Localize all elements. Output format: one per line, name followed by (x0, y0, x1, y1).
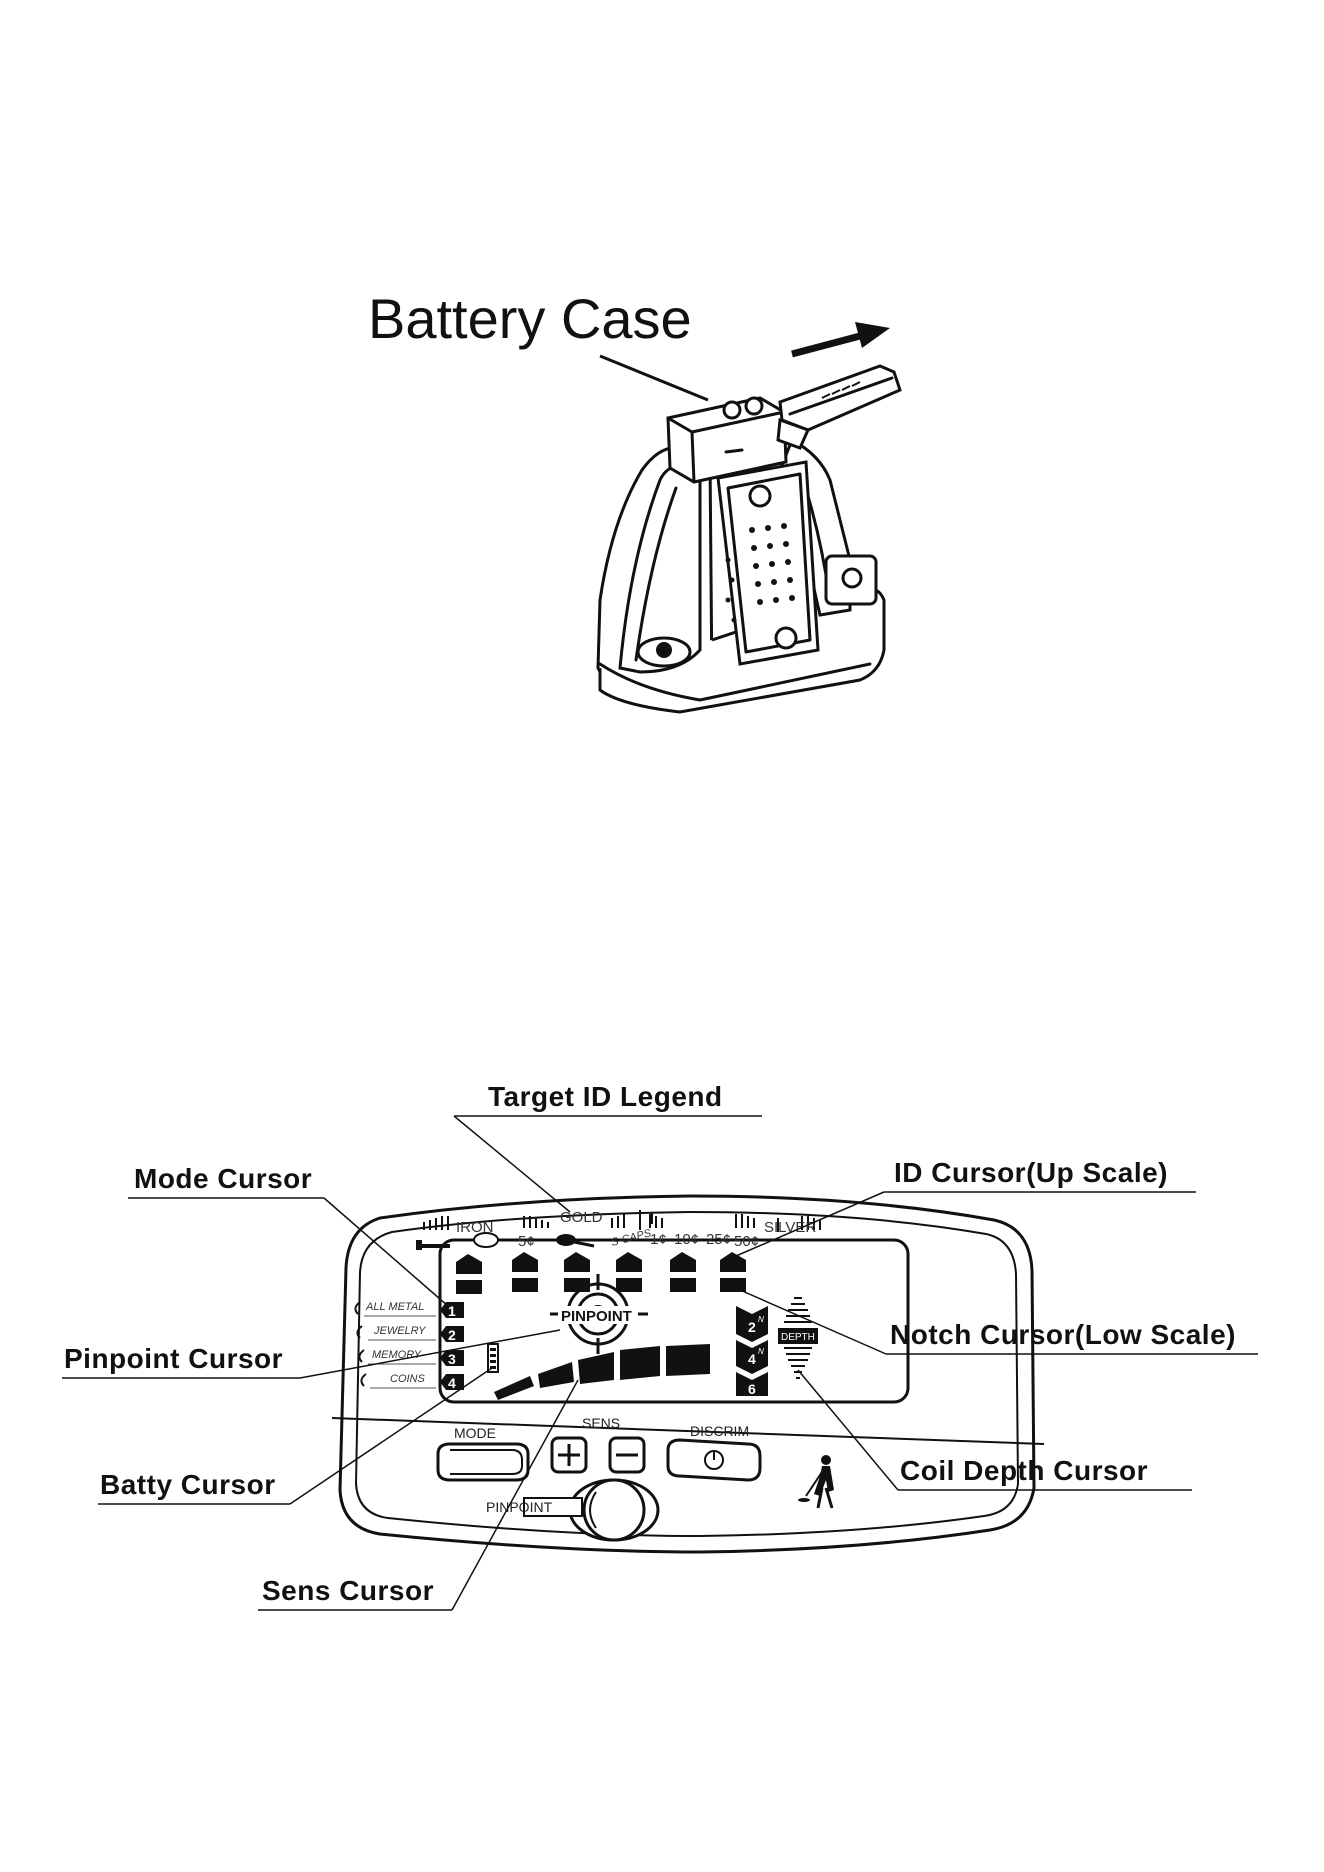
target-id-legend: IRON GOLD SILVER 5¢ S-CAPS 1¢ 10¢ 25¢ 50… (416, 1209, 820, 1250)
callout-target-id-legend-label: Target ID Legend (488, 1081, 723, 1112)
callout-mode-cursor-label: Mode Cursor (134, 1163, 312, 1194)
callout-notch-cursor: Notch Cursor(Low Scale) (740, 1290, 1258, 1354)
svg-text:4: 4 (448, 1375, 456, 1391)
notch-cursor-segments (456, 1278, 746, 1294)
svg-text:N: N (758, 1315, 764, 1324)
battery-case-leader (600, 356, 708, 400)
svg-text:N: N (758, 1347, 764, 1356)
callout-target-id-legend: Target ID Legend (454, 1081, 762, 1212)
pinpoint-button-label: PINPOINT (486, 1499, 553, 1515)
legend-silver: SILVER (764, 1219, 816, 1236)
sens-plus-button[interactable] (552, 1438, 586, 1472)
mode-label-memory: MEMORY (372, 1349, 422, 1361)
sens-button-label: SENS (582, 1415, 620, 1431)
battery-level-icon (488, 1344, 498, 1372)
legend-gold: GOLD (560, 1209, 603, 1226)
legend-coin-1c: 1¢ (650, 1231, 667, 1248)
legend-coin-10c: 10¢ (674, 1231, 699, 1248)
svg-text:3: 3 (448, 1351, 456, 1367)
legend-coin-5c: 5¢ (518, 1233, 535, 1250)
pinpoint-button[interactable] (570, 1480, 658, 1540)
treasure-hunter-icon (798, 1455, 834, 1508)
callout-sens-cursor: Sens Cursor (258, 1380, 578, 1610)
discrim-button-label: DISCRIM (690, 1423, 749, 1439)
callout-id-cursor-label: ID Cursor(Up Scale) (894, 1157, 1168, 1188)
discrim-button[interactable] (668, 1440, 760, 1480)
mode-label-jewelry: JEWELRY (373, 1325, 426, 1337)
callout-pinpoint-cursor-label: Pinpoint Cursor (64, 1343, 283, 1374)
notch-key-6: 6 (736, 1372, 768, 1397)
foil-icon (474, 1233, 498, 1247)
svg-text:2: 2 (448, 1327, 456, 1343)
sens-minus-button[interactable] (610, 1438, 644, 1472)
mode-cursor-1: 1 (440, 1302, 464, 1319)
svg-text:6: 6 (748, 1381, 756, 1397)
callout-notch-cursor-label: Notch Cursor(Low Scale) (890, 1319, 1236, 1350)
sens-bar-graph (494, 1344, 710, 1400)
id-cursor-segments (456, 1252, 746, 1274)
mode-list: ALL METAL JEWELRY MEMORY COINS 1 2 3 4 (355, 1301, 464, 1391)
mode-cursor-2: 2 (440, 1326, 464, 1343)
mode-cursor-3: 3 (440, 1350, 464, 1367)
mode-button[interactable] (438, 1444, 528, 1480)
callout-coil-depth-cursor: Coil Depth Cursor (798, 1370, 1192, 1490)
battery-case-label: Battery Case (368, 287, 692, 350)
callout-sens-cursor-label: Sens Cursor (262, 1575, 434, 1606)
callout-coil-depth-cursor-label: Coil Depth Cursor (900, 1455, 1148, 1486)
mode-label-coins: COINS (390, 1373, 426, 1385)
mode-button-label: MODE (454, 1425, 496, 1441)
svg-text:1: 1 (448, 1303, 456, 1319)
svg-text:4: 4 (748, 1351, 756, 1367)
svg-text:2: 2 (748, 1319, 756, 1335)
slide-direction-arrow-icon (792, 322, 890, 354)
callout-pinpoint-cursor: Pinpoint Cursor (62, 1330, 560, 1378)
legend-screw-caps: S-CAPS (610, 1227, 653, 1249)
battery-door-lid (778, 366, 900, 448)
control-panel-figure: IRON GOLD SILVER 5¢ S-CAPS 1¢ 10¢ 25¢ 50… (62, 1081, 1258, 1610)
battery-case-figure: Battery Case (368, 287, 900, 712)
pinpoint-lcd-text: PINPOINT (561, 1308, 632, 1325)
battery-holder-housing (598, 440, 884, 712)
legend-coin-25c: 25¢ (706, 1231, 731, 1248)
callout-mode-cursor: Mode Cursor (128, 1163, 448, 1306)
callout-batty-cursor-label: Batty Cursor (100, 1469, 276, 1500)
depth-label: DEPTH (781, 1332, 815, 1343)
mode-label-all-metal: ALL METAL (365, 1301, 424, 1313)
